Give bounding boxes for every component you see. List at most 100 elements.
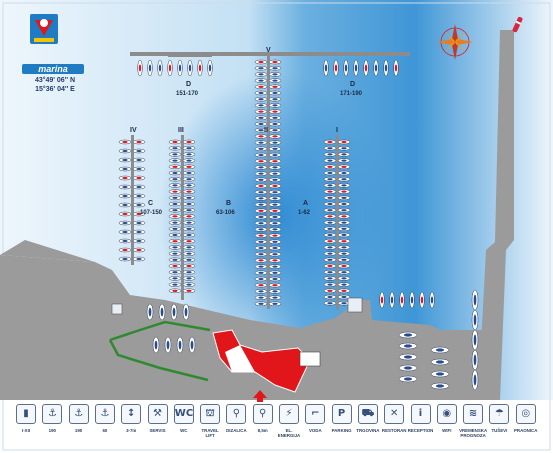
- boat-deck: [327, 283, 333, 286]
- boat-deck: [158, 64, 162, 72]
- land-area: [0, 255, 498, 400]
- boat-deck: [258, 160, 264, 163]
- boat-deck: [272, 160, 278, 163]
- boat-deck: [172, 289, 178, 292]
- legend-item: ⚲8,5m: [251, 404, 275, 433]
- boat-deck: [327, 258, 333, 261]
- boat-deck: [272, 259, 278, 262]
- legend-label: TRAVEL LIFT: [201, 428, 219, 438]
- boat-deck: [327, 221, 333, 224]
- boat-deck: [272, 91, 278, 95]
- boat-deck: [384, 64, 388, 72]
- boat-deck: [341, 295, 347, 299]
- boat-deck: [327, 233, 333, 237]
- boat-deck: [186, 221, 192, 224]
- pier-ii: [267, 54, 270, 309]
- boat-deck: [341, 264, 347, 268]
- boat-deck: [122, 257, 128, 261]
- boat-deck: [172, 140, 178, 144]
- boat-deck: [184, 307, 188, 317]
- legend-label: SERVIS: [149, 428, 166, 433]
- crane-load-icon: ⚲: [252, 404, 273, 424]
- zone-range-d-right: 171-190: [340, 91, 363, 97]
- boat-deck: [172, 147, 178, 150]
- boat-deck: [341, 240, 347, 243]
- zone-range-c: 107-150: [140, 210, 163, 216]
- boat-deck: [394, 64, 398, 72]
- boat-deck: [122, 203, 128, 207]
- pier-label-v: V: [266, 47, 271, 54]
- boat-deck: [374, 64, 378, 72]
- legend-item: ⛟TRGOVINA: [356, 404, 380, 433]
- boat-deck: [258, 265, 264, 268]
- boat-deck: [186, 215, 192, 218]
- boat-deck: [272, 203, 278, 206]
- boat-deck: [341, 215, 347, 218]
- restaurant-terrace: [225, 345, 255, 372]
- boat-deck: [473, 314, 477, 326]
- boat-deck: [258, 215, 264, 219]
- boat-deck: [435, 348, 445, 352]
- boat-deck: [327, 171, 333, 175]
- entrance-arrow-icon: [253, 390, 267, 402]
- boat-deck: [258, 197, 264, 200]
- boat-deck: [327, 196, 333, 199]
- boat-deck: [136, 167, 142, 171]
- boat-deck: [327, 302, 333, 305]
- boat-deck: [172, 178, 178, 181]
- boat-deck: [258, 191, 264, 194]
- boat-deck: [410, 296, 414, 304]
- boat-deck: [178, 340, 182, 350]
- legend-label: PARKING: [331, 428, 352, 433]
- boat-deck: [190, 340, 194, 350]
- boat-deck: [258, 91, 264, 95]
- boat-deck: [258, 184, 264, 188]
- lighthouse-icon: [512, 16, 523, 33]
- boat-deck: [272, 178, 278, 181]
- legend-item: ⚲DIZALICA: [224, 404, 248, 433]
- boat-deck: [258, 104, 264, 107]
- boat-deck: [258, 253, 264, 256]
- pier-label-iv: IV: [130, 127, 137, 134]
- boat-deck: [272, 135, 278, 138]
- boat-deck: [136, 257, 142, 261]
- wc-icon: WC: [173, 404, 194, 424]
- parking-sign: [347, 297, 363, 313]
- boat-deck: [327, 209, 333, 212]
- boat-deck: [172, 258, 178, 261]
- pier-d-left: [168, 54, 212, 57]
- boat-deck: [272, 153, 278, 157]
- boat-deck: [403, 344, 413, 348]
- boat-deck: [258, 116, 264, 119]
- boat-deck: [258, 141, 264, 144]
- boat-deck: [324, 64, 328, 72]
- legend-item: ⚒SERVIS: [146, 404, 170, 433]
- boat-deck: [186, 227, 192, 230]
- boat-deck: [341, 140, 347, 144]
- legend-label: 190: [48, 428, 56, 433]
- boat-deck: [354, 64, 358, 72]
- boat-deck: [258, 110, 264, 113]
- boat-deck: [435, 372, 445, 376]
- boat-deck: [341, 165, 347, 168]
- boat-deck: [327, 295, 333, 299]
- boat-deck: [122, 212, 128, 216]
- travel-lift-sign: [111, 303, 123, 315]
- boat-deck: [186, 277, 192, 280]
- boat-deck: [272, 67, 278, 70]
- boat-deck: [272, 290, 278, 293]
- boat-deck: [420, 296, 424, 304]
- legend-item: ☂TUŠEVI: [487, 404, 511, 433]
- boat-deck: [172, 264, 178, 268]
- boat-deck: [186, 240, 192, 243]
- pier-label-i: I: [336, 127, 338, 134]
- electricity-icon: ⚡: [279, 404, 299, 424]
- zone-letter-d-left: D: [186, 81, 191, 88]
- boat-deck: [341, 209, 347, 212]
- anchor-icon: ⚓: [68, 404, 89, 424]
- boat-deck: [341, 252, 347, 255]
- boat-deck: [327, 165, 333, 168]
- boat-deck: [166, 340, 170, 350]
